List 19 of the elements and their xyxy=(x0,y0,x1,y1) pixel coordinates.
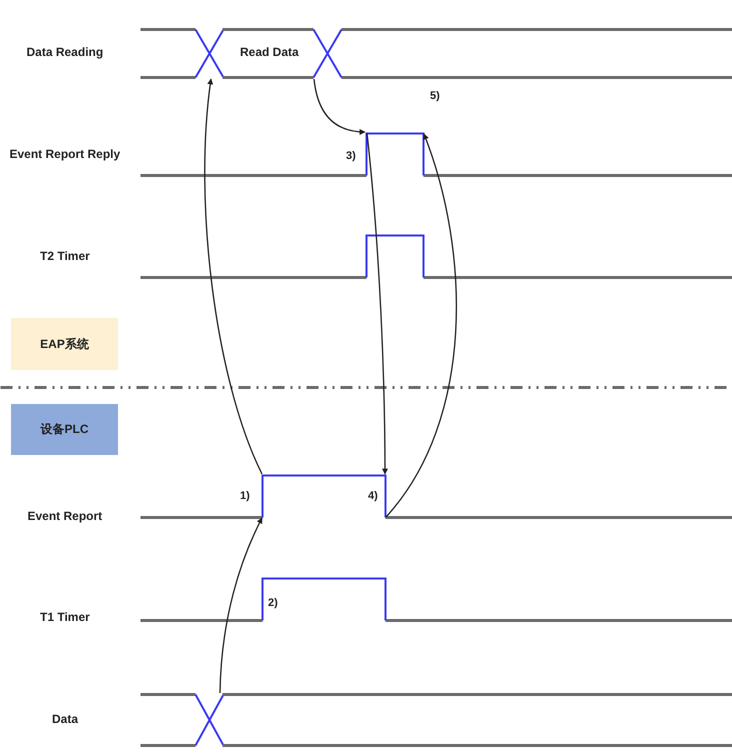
signal-name: T1 Timer xyxy=(40,610,90,624)
step-number: 5) xyxy=(430,90,440,102)
signal-name: Event Report xyxy=(28,509,102,523)
step-number: 1) xyxy=(240,490,250,502)
arrow xyxy=(313,78,366,135)
signal-name: T2 Timer xyxy=(40,249,90,263)
signal-name: Data Reading xyxy=(26,45,104,59)
step-number: 3) xyxy=(346,150,356,162)
waveform-label: Read Data xyxy=(240,45,299,59)
system-box: EAP系统 xyxy=(11,318,118,370)
arrow xyxy=(219,517,263,694)
arrow xyxy=(204,78,263,474)
signal-name: Data xyxy=(52,712,78,726)
signal-name: Event Report Reply xyxy=(10,147,120,161)
arrow xyxy=(386,133,457,518)
step-number: 2) xyxy=(268,597,278,609)
arrow xyxy=(366,132,388,475)
system-box: 设备PLC xyxy=(11,404,118,455)
step-number: 4) xyxy=(368,490,378,502)
